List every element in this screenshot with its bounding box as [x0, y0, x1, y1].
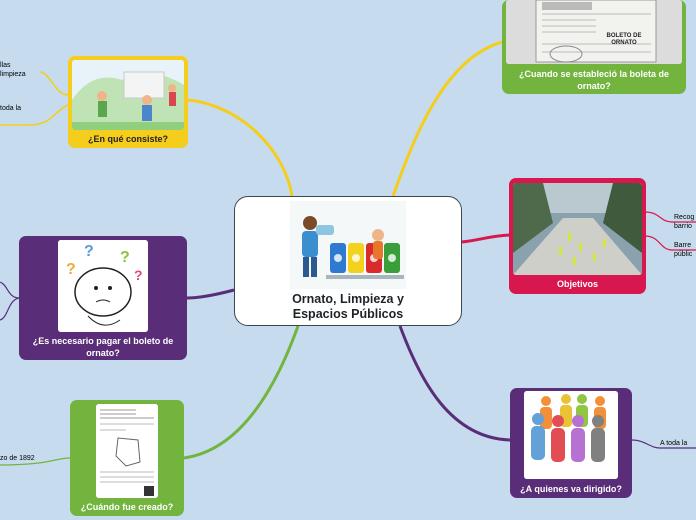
node-en-que-consiste[interactable]: ¿En qué consiste?	[68, 56, 188, 148]
street-cleaning-image	[513, 183, 642, 275]
node-a-quienes-va-dirigido[interactable]: ¿A quienes va dirigido?	[510, 388, 632, 498]
subtopic-consiste-1[interactable]: llas limpieza	[0, 61, 26, 79]
decree-document-image	[96, 404, 158, 498]
people-group-image	[524, 391, 618, 479]
subtopic-objetivos-1[interactable]: Recog barrio	[674, 213, 694, 231]
svg-text:?: ?	[84, 243, 94, 260]
node-label: ¿Es necesario pagar el boleto de ornato?	[19, 335, 187, 359]
volunteers-cleaning-image	[72, 60, 184, 130]
connector-consiste-sub	[40, 72, 68, 95]
subtopic-text: públic	[674, 251, 692, 258]
svg-text:?: ?	[134, 267, 143, 283]
subtopic-consiste-2[interactable]: toda la	[0, 104, 21, 113]
connector-objetivos	[462, 235, 510, 242]
node-cuando-fue-creado[interactable]: ¿Cuándo fue creado?	[70, 400, 184, 516]
thinking-face-image: ? ? ? ?	[58, 240, 148, 332]
subtopic-text: barrio	[674, 223, 692, 230]
connector-consiste	[188, 100, 292, 196]
connector-dirigido	[400, 326, 510, 440]
svg-text:?: ?	[120, 249, 130, 266]
connector-establecio	[393, 42, 502, 196]
central-title-line1: Ornato, Limpieza y	[292, 292, 404, 306]
connector-necesario	[187, 290, 234, 298]
node-label: ¿Cuándo fue creado?	[77, 501, 178, 513]
connector-necesario-sub	[0, 282, 19, 298]
subtopic-text: Recog	[674, 214, 694, 221]
node-label: ¿Cuando se estableció la boleta de ornat…	[502, 68, 686, 92]
subtopic-text: limpieza	[0, 71, 26, 78]
boleto-document-image: BOLETO DE ORNATO	[506, 0, 682, 64]
connector-necesario-sub2	[0, 298, 19, 320]
node-label: Objetivos	[553, 278, 602, 290]
node-cuando-se-establecio[interactable]: BOLETO DE ORNATO ¿Cuando se estableció l…	[502, 0, 686, 94]
central-title: Ornato, Limpieza y Espacios Públicos	[292, 292, 404, 322]
recycling-bins-image	[290, 201, 406, 289]
subtopic-text: Barre	[674, 242, 691, 249]
subtopic-creado-1[interactable]: zo de 1892	[0, 454, 35, 463]
boleto-text-1: BOLETO DE	[607, 33, 642, 39]
node-label: ¿En qué consiste?	[84, 133, 172, 145]
node-label: ¿A quienes va dirigido?	[516, 483, 626, 495]
subtopic-dirigido-1[interactable]: A toda la	[660, 439, 687, 448]
boleto-text-2: ORNATO	[611, 40, 637, 46]
central-title-line2: Espacios Públicos	[293, 307, 403, 321]
svg-text:?: ?	[66, 261, 76, 278]
subtopic-text: llas	[0, 62, 11, 69]
subtopic-objetivos-2[interactable]: Barre públic	[674, 241, 692, 259]
node-es-necesario[interactable]: ? ? ? ? ¿Es necesario pagar el boleto de…	[19, 236, 187, 360]
node-objetivos[interactable]: Objetivos	[509, 178, 646, 294]
central-topic[interactable]: Ornato, Limpieza y Espacios Públicos	[234, 196, 462, 326]
connector-creado	[184, 326, 298, 458]
